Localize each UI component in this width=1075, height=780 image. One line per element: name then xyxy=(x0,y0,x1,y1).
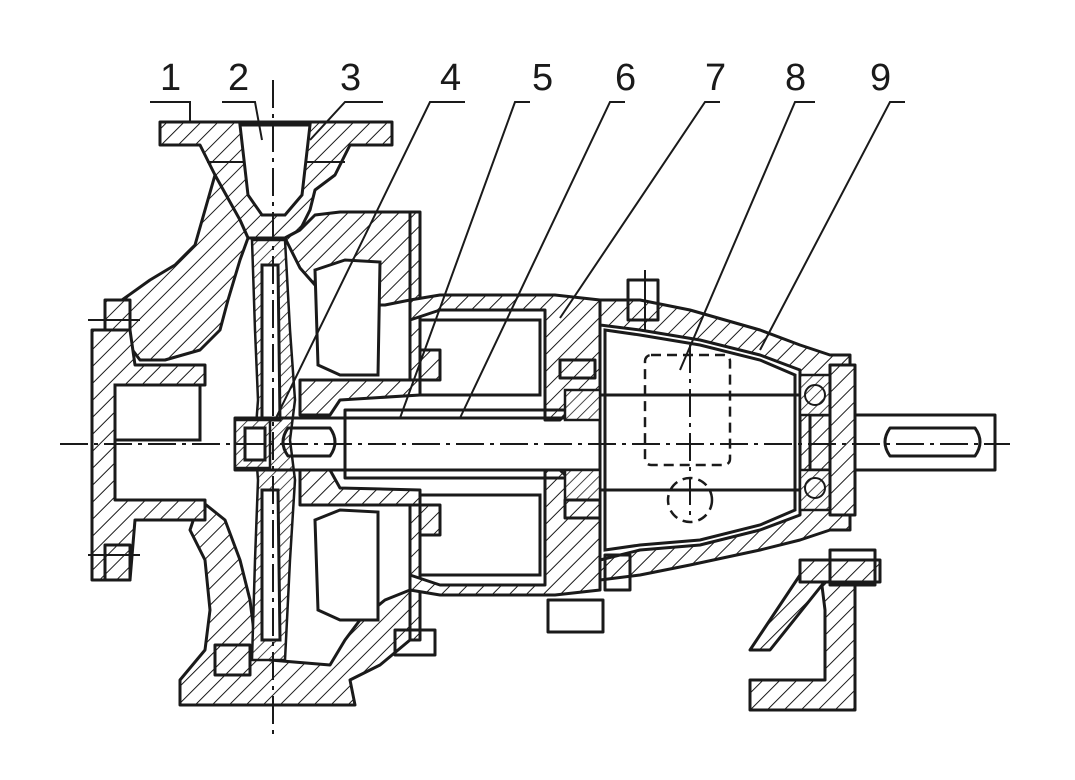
callout-4: 4 xyxy=(440,57,461,99)
back-cover xyxy=(298,210,422,642)
bearings xyxy=(563,363,857,517)
callout-3: 3 xyxy=(340,57,361,99)
bolts xyxy=(213,278,877,677)
leader-lines xyxy=(150,101,905,421)
callout-7: 7 xyxy=(705,57,726,99)
callout-8: 8 xyxy=(785,57,806,99)
callout-1: 1 xyxy=(160,57,181,99)
callout-9: 9 xyxy=(870,57,891,99)
pump-casing xyxy=(90,120,412,707)
callout-2: 2 xyxy=(228,57,249,99)
centerlines xyxy=(60,80,1010,740)
callout-5: 5 xyxy=(532,57,553,99)
bearing-bracket xyxy=(408,293,852,597)
callout-6: 6 xyxy=(615,57,636,99)
callout-labels: 1 2 3 4 5 6 7 8 9 xyxy=(160,57,891,99)
support-foot xyxy=(748,558,882,712)
